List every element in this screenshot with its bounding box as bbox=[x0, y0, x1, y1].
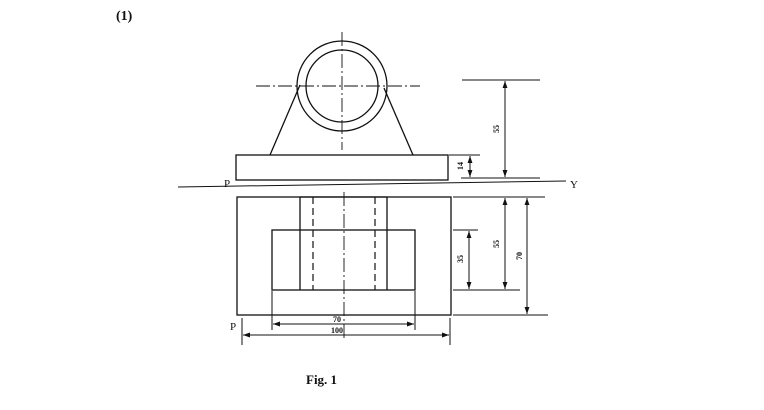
base-plate-outline bbox=[235, 154, 449, 181]
dimension-front-70: 70 bbox=[453, 196, 548, 316]
front-view: P bbox=[230, 192, 452, 340]
top-view bbox=[235, 32, 449, 181]
dim-14-text: 14 bbox=[456, 162, 465, 170]
dim-70-width-text: 70 bbox=[333, 315, 341, 324]
dimension-width-100: 100 bbox=[241, 318, 451, 345]
p-label-bottom: P bbox=[230, 321, 236, 333]
xy-reference-line bbox=[177, 180, 567, 188]
figure-caption: Fig. 1 bbox=[306, 372, 338, 387]
xy-line-group: P Y bbox=[177, 178, 578, 191]
p-label-top: P bbox=[224, 178, 230, 190]
sleeve-outline bbox=[299, 197, 388, 290]
dimension-front-55: 55 bbox=[453, 198, 520, 291]
boss-outline bbox=[271, 229, 416, 291]
dim-55-front-text: 55 bbox=[492, 240, 501, 248]
dim-100-text: 100 bbox=[331, 326, 343, 335]
dimension-base-14: 14 bbox=[449, 154, 480, 177]
dimension-top-55: 55 bbox=[461, 79, 540, 179]
dim-70-text: 70 bbox=[515, 252, 524, 260]
dimension-width-70: 70 bbox=[271, 291, 416, 330]
question-number: (1) bbox=[116, 9, 133, 24]
dimension-boss-35: 35 bbox=[453, 229, 478, 289]
rib-right-line bbox=[383, 87, 414, 156]
rib-left-line bbox=[269, 84, 301, 156]
dim-55-top-text: 55 bbox=[492, 125, 501, 133]
y-label: Y bbox=[570, 179, 578, 191]
dim-35-text: 35 bbox=[456, 255, 465, 263]
